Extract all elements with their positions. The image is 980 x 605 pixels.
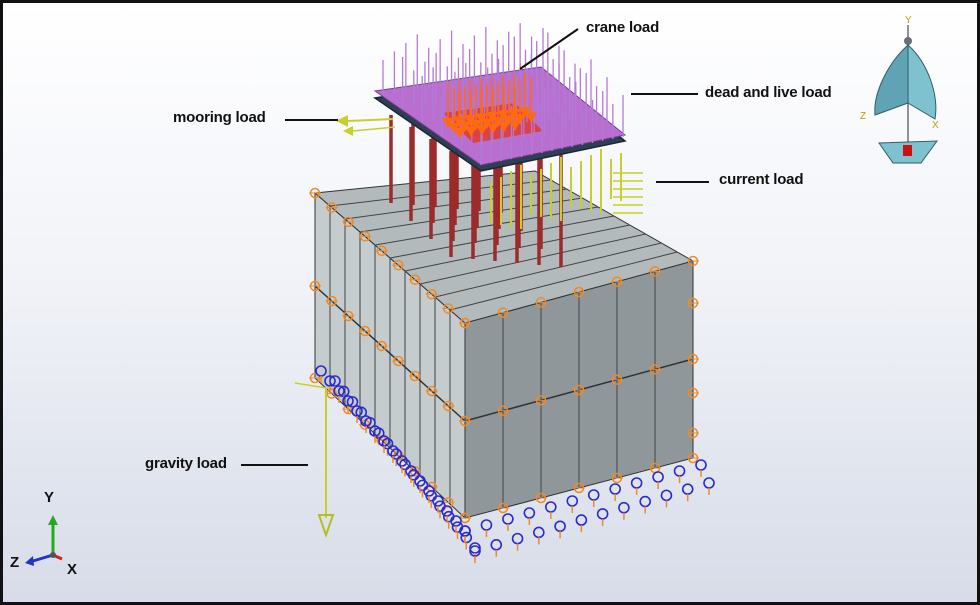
support: [703, 477, 715, 489]
block-mid-line: [314, 285, 466, 422]
support: [554, 520, 566, 533]
support: [639, 495, 651, 508]
support: [523, 507, 536, 519]
crane-arrowhead: [514, 114, 526, 124]
block-cell-lines: [314, 179, 694, 508]
support: [673, 465, 686, 477]
triad-z-label: Z: [10, 554, 20, 571]
mooring-load-arrows: [336, 115, 396, 136]
support: [630, 477, 643, 489]
block-top-line: [359, 197, 583, 233]
crane-load-label: crane load: [586, 19, 660, 36]
support: [695, 459, 707, 471]
block-top-line: [389, 215, 615, 259]
block-top-line: [449, 251, 678, 311]
support: [490, 539, 503, 551]
crane-arrowhead: [525, 112, 537, 123]
triad-x-label: X: [67, 561, 78, 578]
support: [502, 513, 514, 525]
caisson-block: [313, 170, 695, 520]
gravity-load-arrow: [294, 382, 335, 539]
crane-arrowhead: [476, 125, 488, 135]
support: [511, 532, 524, 545]
support: [660, 489, 673, 502]
bottom-supports: [315, 365, 715, 563]
block-top-line: [419, 233, 646, 285]
support: [575, 514, 588, 526]
view-cube-y-label: Y: [905, 15, 912, 26]
triad-y-label: Y: [44, 489, 55, 506]
crane-arrowhead: [465, 126, 477, 137]
crane-arrowhead: [509, 120, 521, 131]
coordinate-triad: [25, 515, 63, 566]
mooring-load-label: mooring load: [173, 109, 266, 126]
crane-arrowhead: [487, 123, 499, 134]
support: [480, 519, 493, 531]
view-cube-z-label: Z: [860, 111, 867, 122]
view-cube-x-label: X: [932, 120, 939, 131]
support: [533, 526, 545, 539]
block-top-line: [329, 179, 551, 207]
support: [681, 483, 694, 495]
crane-load-arrows: [442, 72, 537, 138]
current-load-label: current load: [719, 171, 804, 188]
block-top-line: [434, 242, 662, 298]
gravity-load-label: gravity load: [145, 455, 227, 472]
spring-supports: [309, 187, 699, 524]
support: [587, 489, 600, 501]
support: [566, 495, 579, 507]
leader-lines: [241, 28, 709, 466]
support: [652, 471, 664, 483]
dead-live-load-label: dead and live load: [705, 84, 832, 101]
support: [609, 483, 621, 495]
support: [545, 501, 557, 513]
crane-arrowhead: [454, 128, 466, 138]
support: [618, 501, 630, 514]
view-cube[interactable]: [874, 25, 939, 164]
crane-arrowhead: [498, 122, 510, 132]
support: [596, 508, 609, 520]
model-viewport: [25, 23, 939, 566]
current-load-arrows: [490, 149, 643, 229]
